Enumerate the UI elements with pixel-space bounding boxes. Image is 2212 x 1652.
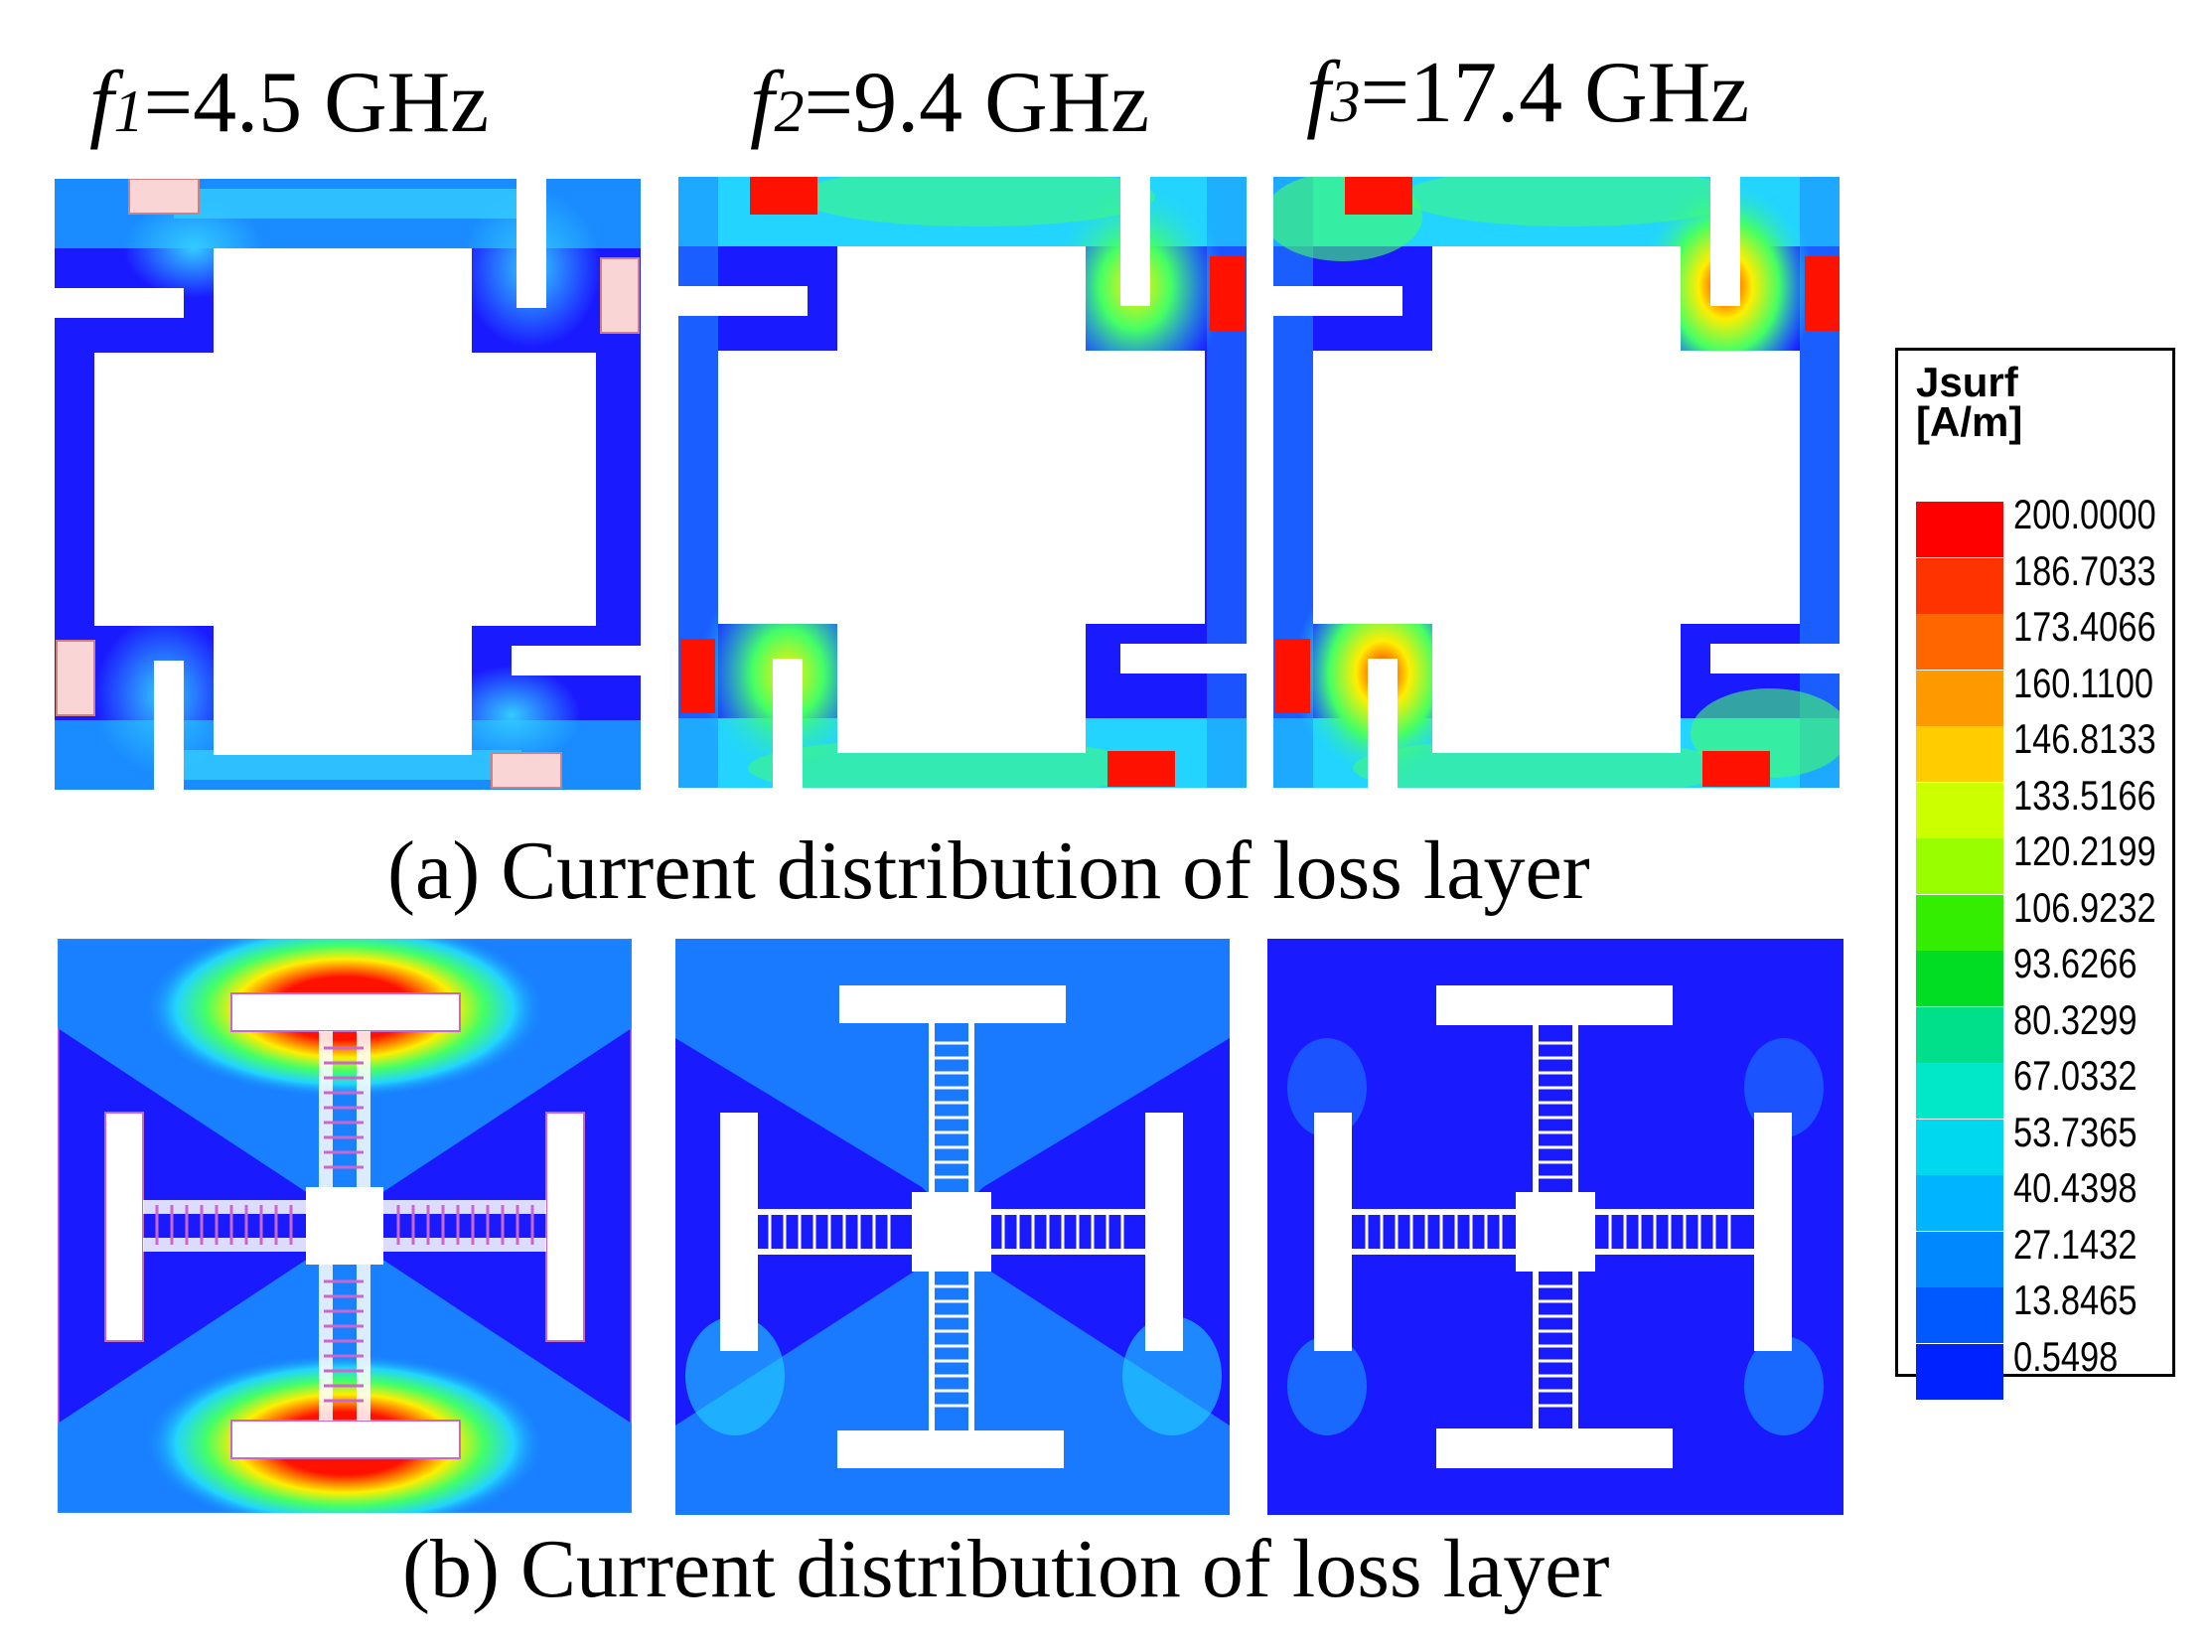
freq-label-3: f3=17.4 GHz [1306, 50, 1749, 137]
freq-symbol: f [89, 55, 114, 151]
freq-label-1: f1=4.5 GHz [89, 60, 489, 147]
legend-value: 106.9232 [2013, 883, 2156, 931]
ring-panel-f3 [1273, 177, 1840, 788]
freq-value: =9.4 GHz [804, 55, 1150, 151]
legend-value: 173.4066 [2013, 603, 2156, 650]
legend-value: 186.7033 [2013, 546, 2156, 594]
legend-swatch [1916, 951, 2003, 1006]
legend-swatch [1916, 894, 2003, 951]
legend-swatch [1916, 1006, 2003, 1063]
freq-subscript: 3 [1330, 69, 1361, 134]
legend-swatch [1916, 1063, 2003, 1119]
meander-panel-f1 [58, 939, 632, 1513]
legend-swatch [1916, 614, 2003, 670]
legend-title-quantity: Jsurf [1916, 359, 2018, 405]
ring-panel-f1 [55, 179, 641, 790]
freq-value: =17.4 GHz [1360, 45, 1750, 141]
legend-value: 0.5498 [2013, 1332, 2119, 1380]
legend-value: 146.8133 [2013, 715, 2156, 762]
caption-b: (b) Current distribution of loss layer [402, 1523, 1610, 1615]
legend-swatch [1916, 838, 2003, 894]
legend-swatch [1916, 726, 2003, 782]
freq-symbol: f [1306, 45, 1331, 141]
legend-swatch [1916, 1231, 2003, 1287]
freq-symbol: f [750, 55, 775, 151]
legend-value: 200.0000 [2013, 491, 2156, 537]
legend-value: 133.5166 [2013, 771, 2156, 819]
color-legend: Jsurf [A/m] 200.0000 186.7033 173.4066 160.… [1895, 348, 2175, 1400]
legend-swatch [1916, 670, 2003, 726]
legend-value: 80.3299 [2013, 995, 2138, 1043]
legend-swatch [1916, 1119, 2003, 1175]
legend-swatch [1916, 782, 2003, 838]
freq-subscript: 2 [774, 78, 805, 144]
ring-panel-f2 [678, 177, 1247, 788]
legend-swatch [1916, 1287, 2003, 1343]
legend-title: Jsurf [A/m] [1916, 359, 2023, 445]
meander-panel-f3 [1267, 939, 1843, 1515]
legend-swatch [1916, 557, 2003, 614]
legend-value: 53.7365 [2013, 1108, 2138, 1155]
legend-value: 67.0332 [2013, 1052, 2138, 1099]
freq-value: =4.5 GHz [143, 55, 490, 151]
legend-swatch [1916, 502, 2003, 557]
freq-label-2: f2=9.4 GHz [750, 60, 1149, 147]
legend-swatch [1916, 1175, 2003, 1231]
legend-swatch [1916, 1343, 2003, 1400]
legend-value: 13.8465 [2013, 1277, 2138, 1323]
legend-value: 160.1100 [2013, 659, 2154, 706]
legend-value: 27.1432 [2013, 1220, 2138, 1268]
caption-a: (a) Current distribution of loss layer [387, 825, 1590, 917]
legend-value: 120.2199 [2013, 827, 2156, 874]
legend-title-unit: [A/m] [1916, 398, 2023, 445]
freq-subscript: 1 [113, 78, 144, 144]
meander-panel-f2 [675, 939, 1230, 1515]
legend-value: 93.6266 [2013, 940, 2138, 986]
legend-value: 40.4398 [2013, 1164, 2138, 1211]
